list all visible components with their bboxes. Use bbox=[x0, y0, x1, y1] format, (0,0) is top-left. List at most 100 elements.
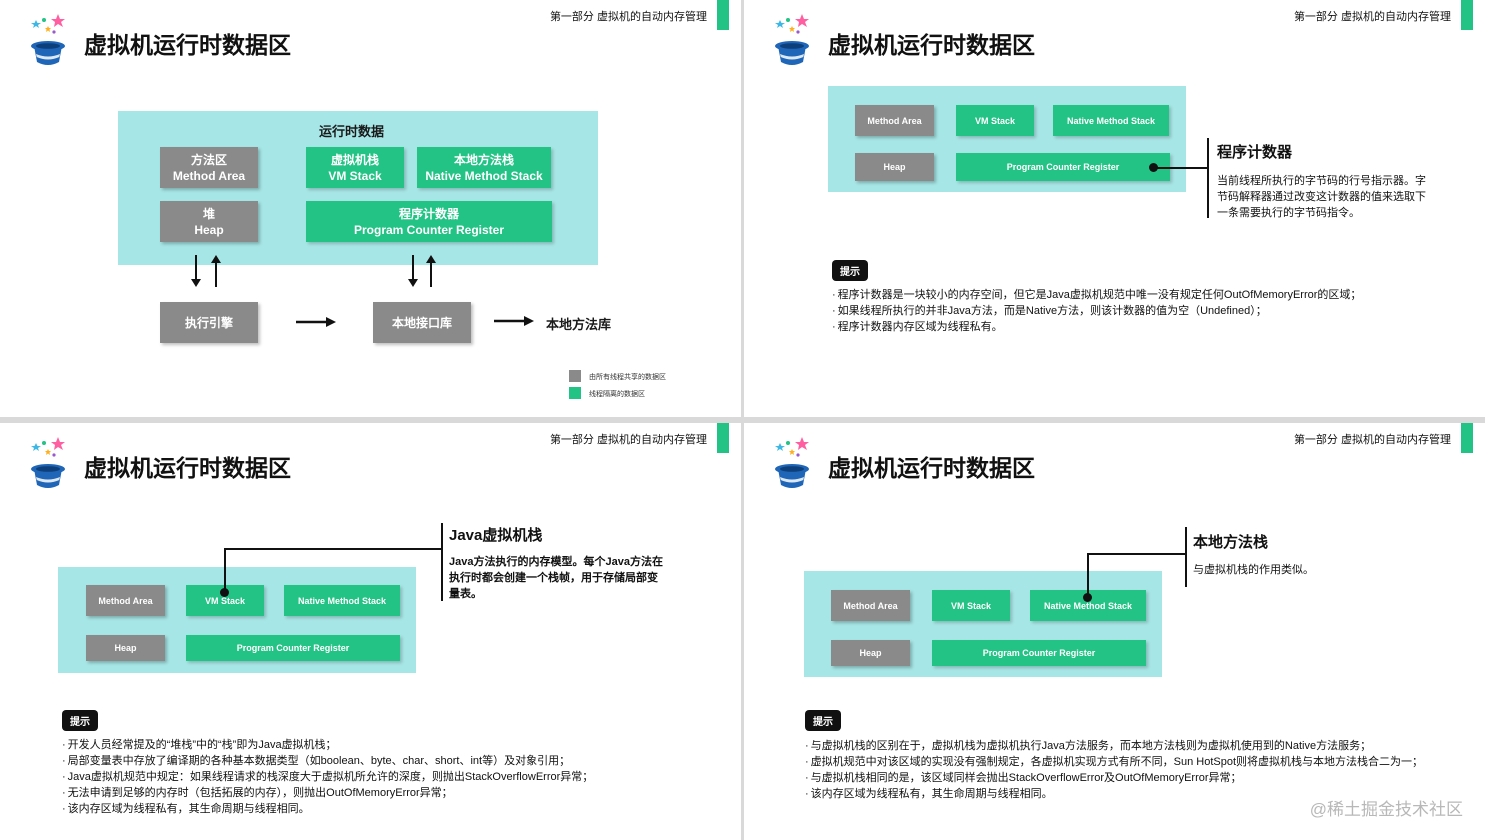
tip-item: 程序计数器是一块较小的内存空间，但它是Java虚拟机规范中唯一没有规定任何Out… bbox=[832, 287, 1362, 303]
callout-divider bbox=[441, 523, 443, 601]
method-area-en: Method Area bbox=[172, 168, 246, 183]
arrow-down-up-mid-icon bbox=[408, 255, 436, 287]
pc-register-cn: 程序计数器 bbox=[398, 206, 459, 221]
native-stack-en: Native Method Stack bbox=[425, 168, 543, 183]
callout-title: Java虚拟机栈 bbox=[449, 527, 543, 544]
header-accent-bar bbox=[717, 0, 729, 30]
section-header: 第一部分 虚拟机的自动内存管理 bbox=[549, 11, 707, 23]
tip-badge: 提示 bbox=[62, 710, 98, 731]
tip-item: 该内存区域为线程私有，其生命周期与线程相同。 bbox=[805, 786, 1423, 802]
pc-register-label: Program Counter Register bbox=[982, 648, 1096, 658]
tip-list: 开发人员经常提及的“堆栈”中的“栈”即为Java虚拟机栈； 局部变量表中存放了编… bbox=[62, 737, 594, 817]
heap-en: Heap bbox=[194, 222, 224, 237]
arrow-down-up-left-icon bbox=[191, 255, 221, 287]
legend-isolated-label: 线程隔离的数据区 bbox=[589, 391, 645, 398]
heap-box: 堆 Heap bbox=[160, 201, 258, 242]
native-interface-box: 本地接口库 bbox=[373, 302, 471, 343]
heap-label: Heap bbox=[859, 648, 882, 658]
magic-hat-logo-icon bbox=[770, 435, 814, 491]
callout-description: 与虚拟机栈的作用类似。 bbox=[1193, 564, 1314, 576]
pc-register-label: Program Counter Register bbox=[1006, 162, 1120, 172]
method-area-box: Method Area bbox=[86, 585, 165, 616]
slide-runtime-overview: 第一部分 虚拟机的自动内存管理 虚拟机运行时数据区 运行时数据 方法区 Meth… bbox=[0, 0, 741, 417]
tip-badge: 提示 bbox=[805, 710, 841, 731]
slide-title: 虚拟机运行时数据区 bbox=[84, 32, 291, 58]
vm-stack-box: 虚拟机栈 VM Stack bbox=[306, 147, 404, 188]
pc-register-box: Program Counter Register bbox=[186, 635, 400, 661]
heap-cn: 堆 bbox=[202, 206, 215, 221]
section-header: 第一部分 虚拟机的自动内存管理 bbox=[1293, 11, 1451, 23]
heap-box: Heap bbox=[86, 635, 165, 661]
method-area-box: Method Area bbox=[855, 105, 934, 136]
native-stack-box: 本地方法栈 Native Method Stack bbox=[417, 147, 551, 188]
legend-shared-label: 由所有线程共享的数据区 bbox=[589, 374, 666, 381]
callout-divider bbox=[1207, 138, 1209, 218]
callout-title: 本地方法栈 bbox=[1193, 534, 1269, 551]
magic-hat-logo-icon bbox=[26, 435, 70, 491]
slide-title: 虚拟机运行时数据区 bbox=[84, 455, 291, 481]
arrow-right-icon bbox=[296, 317, 336, 327]
tip-item: 该内存区域为线程私有，其生命周期与线程相同。 bbox=[62, 801, 593, 817]
native-stack-cn: 本地方法栈 bbox=[453, 152, 514, 167]
tip-item: 如果线程所执行的并非Java方法，而是Native方法，则该计数器的值为空（Un… bbox=[832, 303, 1361, 319]
heap-box: Heap bbox=[831, 640, 910, 666]
section-header: 第一部分 虚拟机的自动内存管理 bbox=[549, 434, 707, 446]
callout-description: 当前线程所执行的字节码的行号指示器。字节码解释器通过改变这计数器的值来选取下一条… bbox=[1217, 175, 1426, 219]
tip-item: 无法申请到足够的内存时（包括拓展的内存），则抛出OutOfMemoryError… bbox=[62, 785, 593, 801]
pc-register-en: Program Counter Register bbox=[353, 222, 505, 237]
callout-connector-vertical bbox=[224, 548, 226, 592]
tip-item: Java虚拟机规范中规定：如果线程请求的栈深度大于虚拟机所允许的深度，则抛出St… bbox=[62, 769, 594, 785]
native-stack-label: Native Method Stack bbox=[297, 595, 387, 606]
heap-label: Heap bbox=[883, 162, 906, 172]
pc-register-label: Program Counter Register bbox=[236, 643, 350, 653]
method-area-cn: 方法区 bbox=[190, 152, 227, 167]
tip-item: 开发人员经常提及的“堆栈”中的“栈”即为Java虚拟机栈； bbox=[62, 737, 593, 753]
native-stack-box: Native Method Stack bbox=[1053, 105, 1169, 136]
tip-list: 程序计数器是一块较小的内存空间，但它是Java虚拟机规范中唯一没有规定任何Out… bbox=[832, 287, 1362, 335]
slide-native-method-stack: 第一部分 虚拟机的自动内存管理 虚拟机运行时数据区 Method Area VM… bbox=[744, 423, 1485, 840]
method-area-box: 方法区 Method Area bbox=[160, 147, 258, 188]
tip-list: 与虚拟机栈的区别在于，虚拟机栈为虚拟机执行Java方法服务，而本地方法栈则为虚拟… bbox=[805, 738, 1423, 802]
native-stack-label: Native Method Stack bbox=[1043, 600, 1133, 611]
execution-engine-label: 执行引擎 bbox=[184, 315, 233, 330]
vm-stack-cn: 虚拟机栈 bbox=[330, 152, 379, 167]
slide-title: 虚拟机运行时数据区 bbox=[828, 455, 1035, 481]
pc-register-box: Program Counter Register bbox=[932, 640, 1146, 666]
callout-divider bbox=[1185, 527, 1187, 587]
callout-connector-vertical bbox=[1087, 553, 1089, 597]
magic-hat-logo-icon bbox=[770, 12, 814, 68]
native-interface-label: 本地接口库 bbox=[391, 315, 452, 330]
callout-connector bbox=[1154, 167, 1209, 169]
arrow-right-icon-2 bbox=[494, 316, 534, 326]
native-library-label: 本地方法库 bbox=[546, 317, 612, 332]
tip-item: 局部变量表中存放了编译期的各种基本数据类型（如boolean、byte、char… bbox=[62, 753, 593, 769]
slide-java-vm-stack: 第一部分 虚拟机的自动内存管理 虚拟机运行时数据区 Method Area VM… bbox=[0, 423, 741, 840]
method-area-label: Method Area bbox=[867, 115, 922, 126]
callout-connector-horizontal bbox=[224, 548, 443, 550]
pc-register-box: Program Counter Register bbox=[956, 153, 1170, 181]
slide-pc-register: 第一部分 虚拟机的自动内存管理 虚拟机运行时数据区 Method Area VM… bbox=[744, 0, 1485, 417]
execution-engine-box: 执行引擎 bbox=[160, 302, 258, 343]
magic-hat-logo-icon bbox=[26, 12, 70, 68]
callout-anchor-dot bbox=[1083, 593, 1092, 602]
header-accent-bar bbox=[1461, 0, 1473, 30]
section-header: 第一部分 虚拟机的自动内存管理 bbox=[1293, 434, 1451, 446]
vm-stack-box: VM Stack bbox=[932, 590, 1010, 621]
method-area-box: Method Area bbox=[831, 590, 910, 621]
callout-connector-horizontal bbox=[1087, 553, 1187, 555]
panel-title: 运行时数据 bbox=[319, 124, 385, 139]
legend-shared-swatch bbox=[569, 370, 581, 382]
slide-title: 虚拟机运行时数据区 bbox=[828, 32, 1035, 58]
heap-box: Heap bbox=[855, 153, 934, 181]
native-stack-box: Native Method Stack bbox=[284, 585, 400, 616]
vm-stack-label: VM Stack bbox=[204, 595, 246, 606]
watermark: @稀土掘金技术社区 bbox=[1309, 800, 1463, 819]
callout-title: 程序计数器 bbox=[1217, 144, 1293, 161]
tip-item: 虚拟机规范中对该区域的实现没有强制规定，各虚拟机实现方式有所不同，Sun Hot… bbox=[805, 754, 1423, 770]
callout-anchor-dot bbox=[1149, 163, 1158, 172]
heap-label: Heap bbox=[114, 643, 137, 653]
vm-stack-box: VM Stack bbox=[956, 105, 1034, 136]
tip-item: 与虚拟机栈的区别在于，虚拟机栈为虚拟机执行Java方法服务，而本地方法栈则为虚拟… bbox=[805, 738, 1423, 754]
pc-register-box: 程序计数器 Program Counter Register bbox=[306, 201, 552, 242]
native-stack-label: Native Method Stack bbox=[1066, 115, 1156, 126]
